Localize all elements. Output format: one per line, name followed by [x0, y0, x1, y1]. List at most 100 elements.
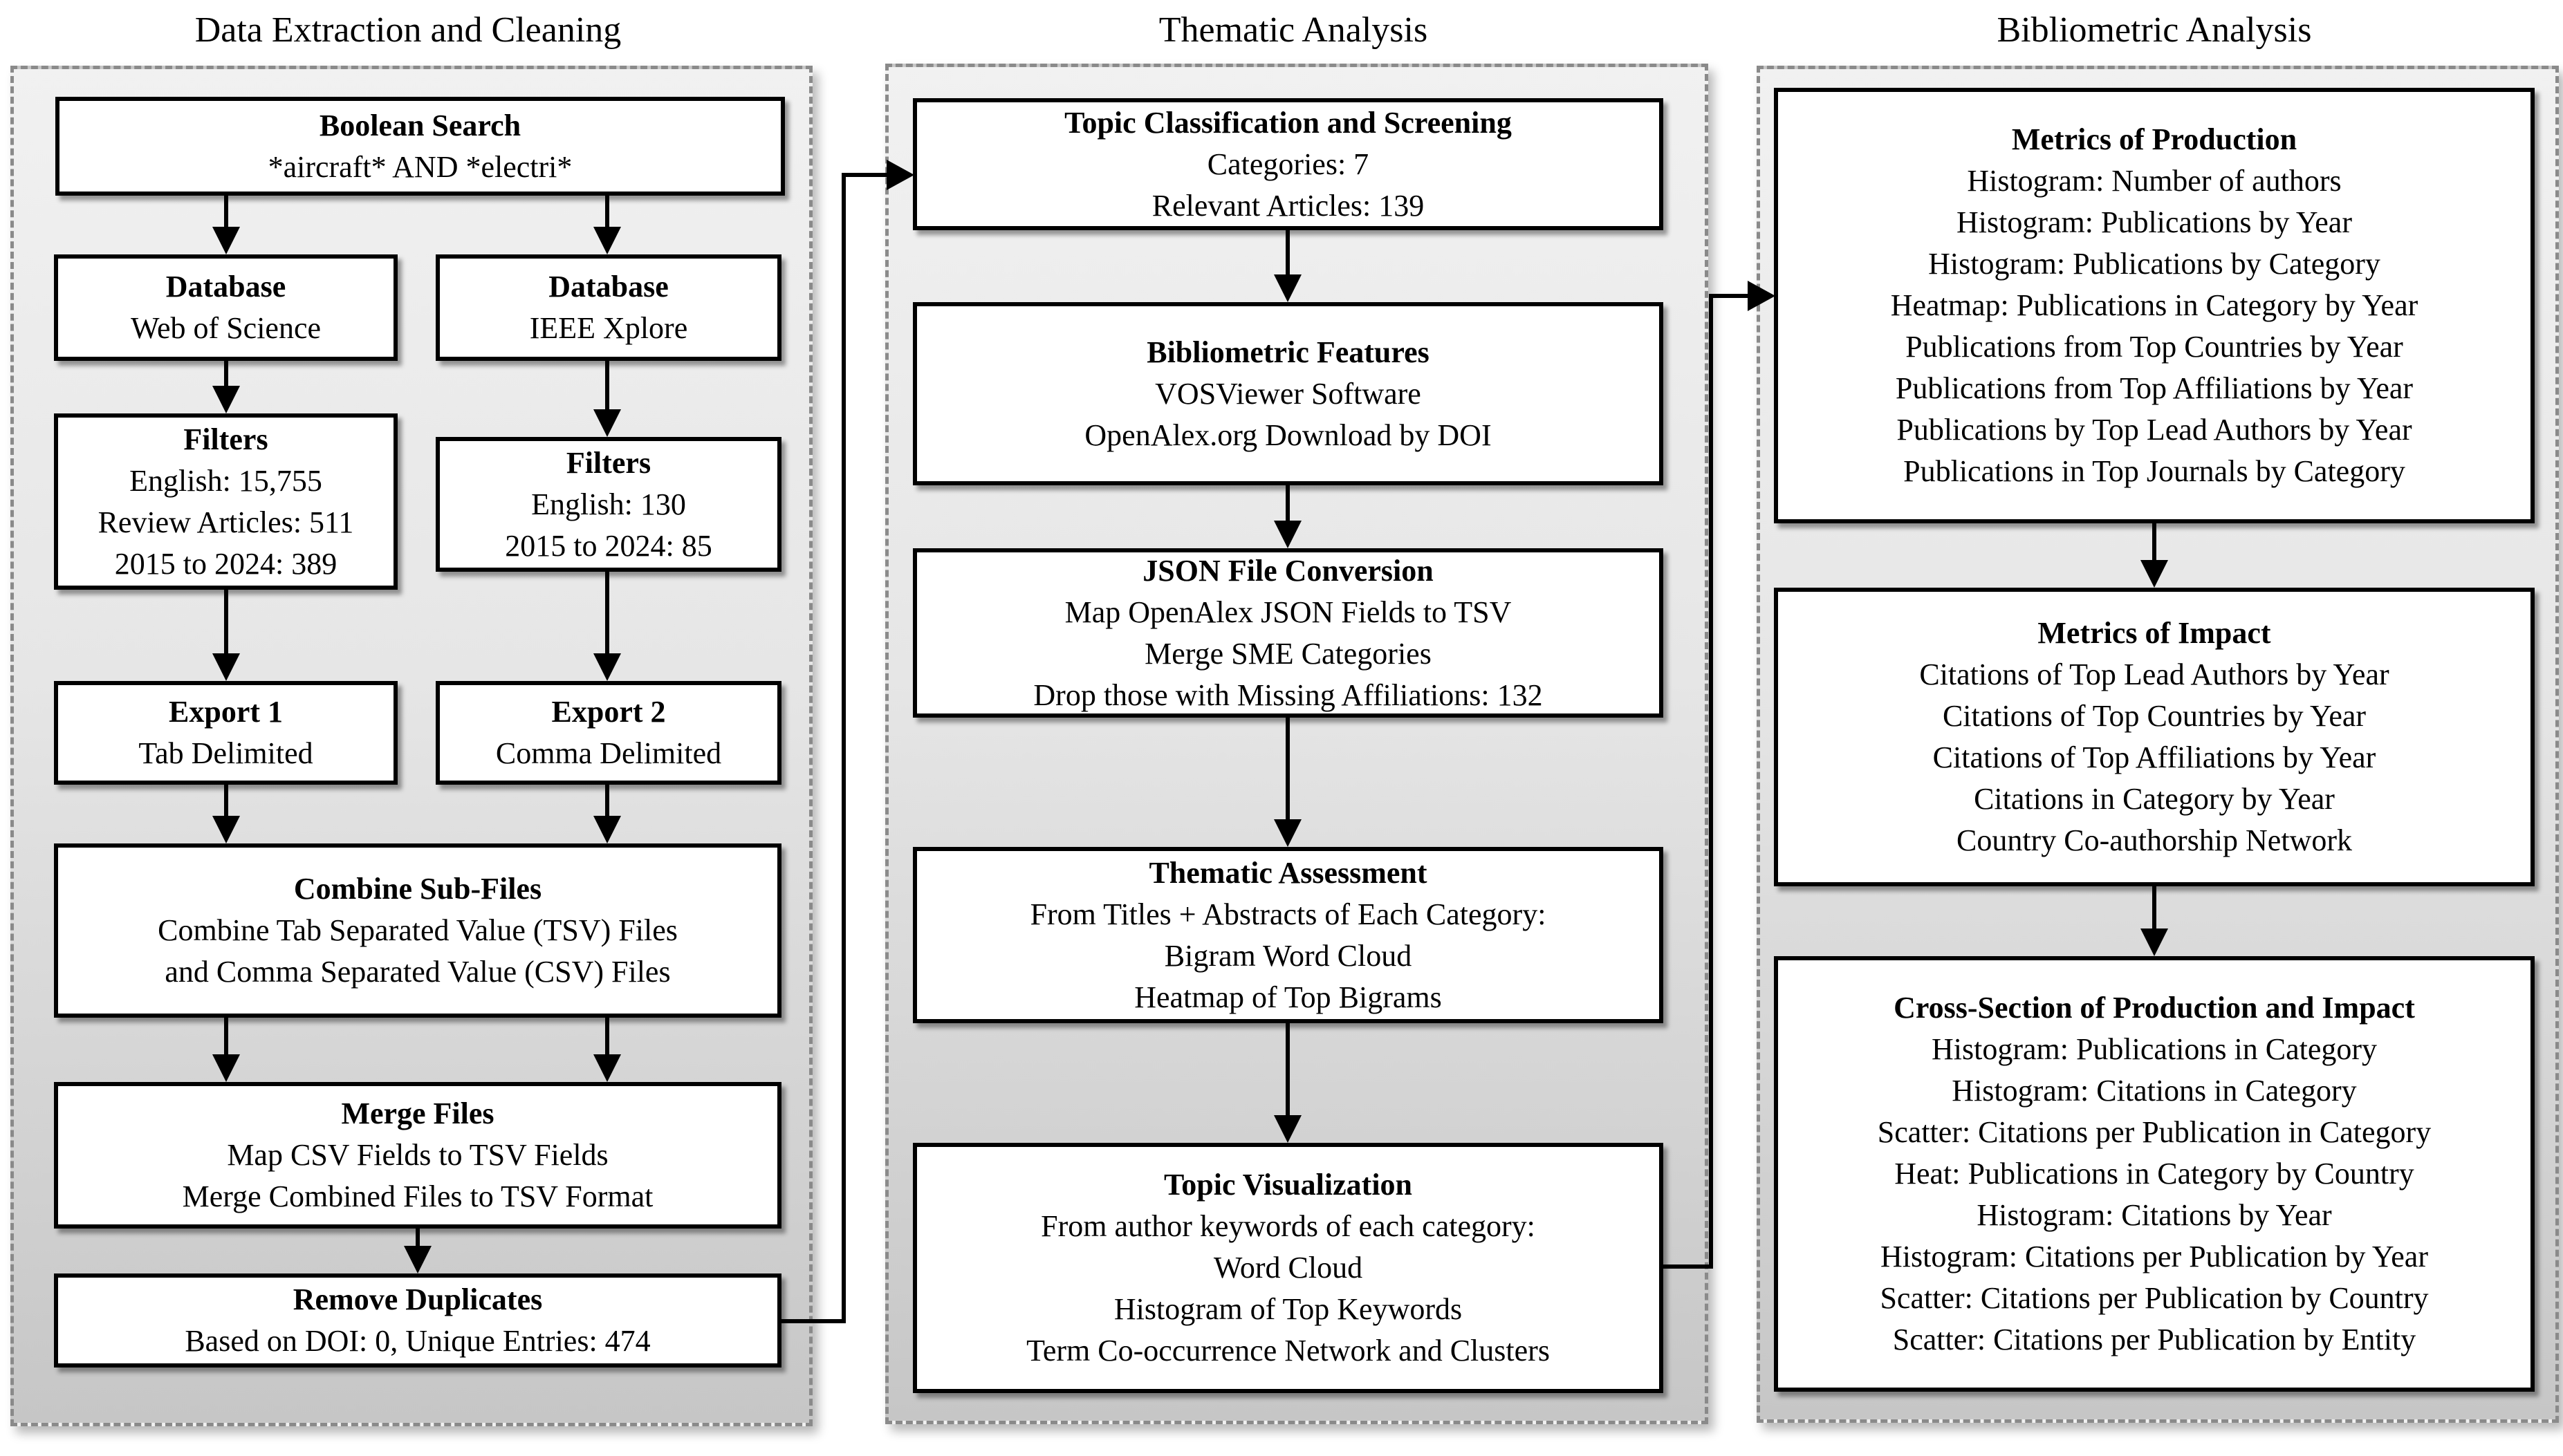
- box-line: Scatter: Citations per Publication by Co…: [1880, 1281, 2429, 1315]
- arrow-bibliometric-features-to-json-conversion: [1274, 485, 1302, 548]
- box-export-2: Export 2 Comma Delimited: [436, 681, 781, 785]
- box-title: Database: [165, 270, 286, 304]
- box-line: Based on DOI: 0, Unique Entries: 474: [185, 1324, 651, 1358]
- box-metrics-of-impact: Metrics of Impact Citations of Top Lead …: [1774, 588, 2535, 886]
- box-line: 2015 to 2024: 389: [114, 546, 337, 581]
- box-line: Bigram Word Cloud: [1164, 938, 1412, 973]
- box-line: Publications from Top Affiliations by Ye…: [1895, 371, 2414, 405]
- arrow-combine-to-merge-right: [593, 1018, 621, 1082]
- connector-segment: [1709, 294, 1713, 1269]
- box-thematic-assessment: Thematic Assessment From Titles + Abstra…: [913, 847, 1663, 1023]
- arrow-production-to-impact: [2140, 523, 2168, 588]
- box-line: Country Co-authorship Network: [1956, 823, 2352, 857]
- box-line: Histogram: Citations by Year: [1977, 1198, 2332, 1232]
- box-line: Merge Combined Files to TSV Format: [182, 1179, 654, 1213]
- column-title-bibliometric-analysis: Bibliometric Analysis: [1997, 10, 2312, 50]
- connector-segment: [1663, 1264, 1713, 1269]
- box-line: Comma Delimited: [495, 736, 722, 770]
- arrow-topic-classification-to-bibliometric-features: [1274, 230, 1302, 302]
- box-topic-visualization: Topic Visualization From author keywords…: [913, 1143, 1663, 1393]
- box-line: Web of Science: [131, 311, 321, 345]
- arrow-boolean-to-database-ieee: [593, 196, 621, 254]
- box-remove-duplicates: Remove Duplicates Based on DOI: 0, Uniqu…: [54, 1273, 781, 1368]
- box-line: Citations of Top Affiliations by Year: [1932, 740, 2376, 774]
- box-cross-section: Cross-Section of Production and Impact H…: [1774, 956, 2535, 1392]
- box-line: OpenAlex.org Download by DOI: [1084, 418, 1492, 452]
- box-line: VOSViewer Software: [1155, 376, 1421, 411]
- box-title: Topic Visualization: [1163, 1168, 1413, 1202]
- box-database-wos: Database Web of Science: [54, 254, 398, 361]
- connector-segment: [842, 173, 889, 177]
- box-title: Metrics of Impact: [2037, 616, 2271, 650]
- connector-segment: [1709, 294, 1749, 298]
- box-title: Bibliometric Features: [1147, 335, 1429, 369]
- box-line: Tab Delimited: [138, 736, 313, 770]
- box-line: From author keywords of each category:: [1041, 1209, 1535, 1243]
- connector-segment: [781, 1319, 846, 1323]
- connector-arrowhead: [887, 160, 914, 190]
- arrow-filters-wos-to-export-1: [212, 590, 240, 681]
- box-line: Map CSV Fields to TSV Fields: [227, 1138, 609, 1172]
- box-line: and Comma Separated Value (CSV) Files: [165, 955, 671, 989]
- box-title: JSON File Conversion: [1142, 553, 1434, 588]
- box-line: IEEE Xplore: [529, 311, 688, 345]
- column-title-data-extraction: Data Extraction and Cleaning: [194, 10, 622, 50]
- box-title: Topic Classification and Screening: [1064, 105, 1512, 140]
- box-line: Combine Tab Separated Value (TSV) Files: [158, 913, 678, 947]
- connector-arrowhead: [1748, 281, 1775, 311]
- box-boolean-search: Boolean Search *aircraft* AND *electri*: [55, 97, 785, 196]
- arrow-export-1-to-combine: [212, 785, 240, 843]
- box-line: Categories: 7: [1207, 147, 1369, 181]
- box-line: Word Cloud: [1213, 1251, 1363, 1285]
- box-title: Boolean Search: [319, 108, 521, 142]
- box-line: Term Co-occurrence Network and Clusters: [1026, 1334, 1550, 1368]
- box-line: 2015 to 2024: 85: [505, 528, 712, 563]
- arrow-filters-ieee-to-export-2: [593, 572, 621, 681]
- box-line: English: 130: [531, 487, 686, 521]
- box-bibliometric-features: Bibliometric Features VOSViewer Software…: [913, 302, 1663, 485]
- box-line: Histogram: Publications in Category: [1931, 1032, 2378, 1066]
- arrow-boolean-to-database-wos: [212, 196, 240, 254]
- box-export-1: Export 1 Tab Delimited: [54, 681, 398, 785]
- box-database-ieee: Database IEEE Xplore: [436, 254, 781, 361]
- box-filters-wos: Filters English: 15,755 Review Articles:…: [54, 413, 398, 590]
- box-line: Histogram of Top Keywords: [1113, 1292, 1463, 1326]
- box-line: Heatmap: Publications in Category by Yea…: [1890, 288, 2418, 322]
- box-line: Publications by Top Lead Authors by Year: [1896, 413, 2412, 447]
- box-title: Filters: [566, 445, 651, 480]
- box-line: Citations of Top Countries by Year: [1942, 699, 2367, 733]
- column-title-thematic-analysis: Thematic Analysis: [1158, 10, 1428, 50]
- box-title: Filters: [183, 422, 268, 456]
- box-line: Histogram: Publications by Category: [1928, 247, 2380, 281]
- box-line: From Titles + Abstracts of Each Category…: [1030, 897, 1546, 931]
- box-line: Merge SME Categories: [1145, 636, 1432, 671]
- box-line: English: 15,755: [129, 463, 322, 498]
- box-combine-sub-files: Combine Sub-Files Combine Tab Separated …: [54, 843, 781, 1018]
- connector-segment: [842, 173, 846, 1323]
- arrow-impact-to-cross-section: [2140, 886, 2168, 956]
- box-line: Histogram: Publications by Year: [1956, 205, 2352, 239]
- box-title: Metrics of Production: [2011, 122, 2297, 156]
- arrow-database-ieee-to-filters: [593, 361, 621, 437]
- box-title: Cross-Section of Production and Impact: [1894, 991, 2415, 1025]
- box-line: Heat: Publications in Category by Countr…: [1894, 1157, 2414, 1191]
- arrow-combine-to-merge-left: [212, 1018, 240, 1082]
- box-title: Export 2: [551, 695, 666, 729]
- box-line: Histogram: Number of authors: [1967, 164, 2342, 198]
- box-line: Publications from Top Countries by Year: [1905, 330, 2403, 364]
- arrow-export-2-to-combine: [593, 785, 621, 843]
- arrow-thematic-assessment-to-topic-visualization: [1274, 1023, 1302, 1143]
- box-line: Publications in Top Journals by Category: [1903, 454, 2405, 488]
- box-title: Export 1: [169, 695, 283, 729]
- box-line: Heatmap of Top Bigrams: [1134, 980, 1442, 1014]
- arrow-json-conversion-to-thematic-assessment: [1274, 718, 1302, 847]
- box-filters-ieee: Filters English: 130 2015 to 2024: 85: [436, 437, 781, 572]
- box-line: Histogram: Citations in Category: [1952, 1074, 2357, 1108]
- box-line: Drop those with Missing Affiliations: 13…: [1033, 678, 1543, 712]
- box-title: Thematic Assessment: [1149, 855, 1427, 890]
- box-line: *aircraft* AND *electri*: [268, 149, 573, 184]
- box-line: Citations of Top Lead Authors by Year: [1919, 657, 2389, 691]
- box-line: Scatter: Citations per Publication by En…: [1892, 1323, 2416, 1356]
- box-line: Relevant Articles: 139: [1151, 188, 1425, 223]
